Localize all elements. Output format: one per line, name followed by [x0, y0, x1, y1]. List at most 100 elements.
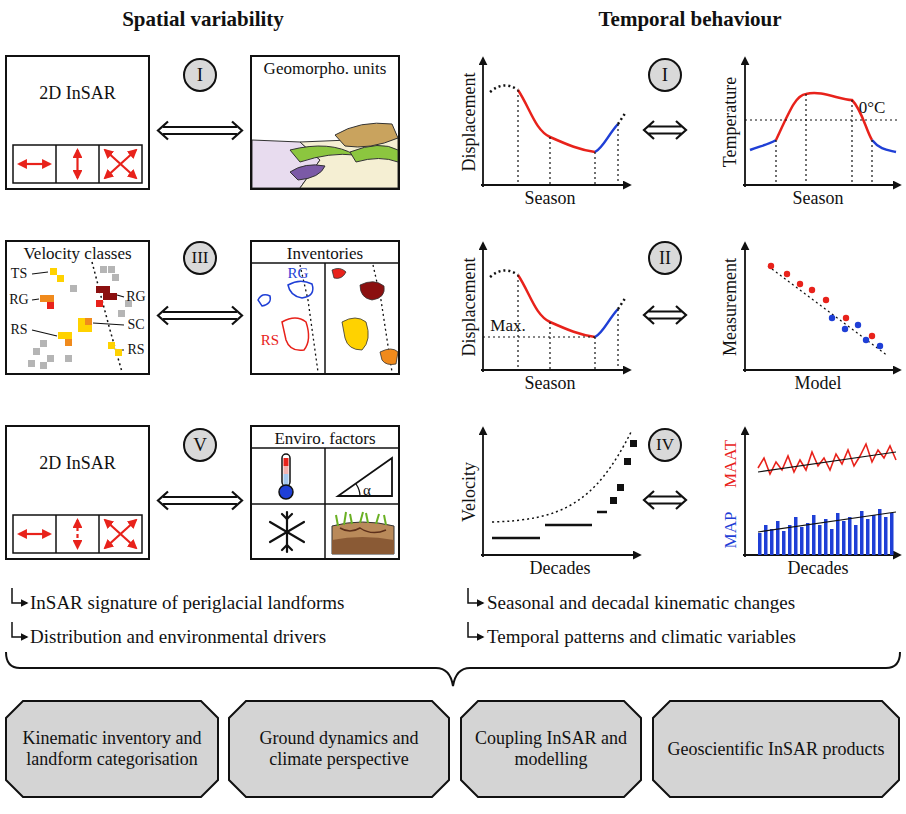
environmental-factor-icons [332, 537, 394, 554]
landform-tag: RG [288, 265, 309, 282]
precipitation-bar [848, 517, 852, 555]
bullet-arrow [468, 622, 483, 637]
velocity-class-map [50, 268, 122, 356]
chart-axis [481, 58, 900, 557]
velocity-class-map [28, 360, 35, 367]
climate-time-series [758, 512, 896, 532]
outcome-octagon: Coupling InSAR and modelling [460, 700, 642, 798]
geomorphology-map [252, 123, 398, 188]
velocity-class-map [78, 318, 85, 325]
decadal-velocity-plot [624, 458, 631, 465]
velocity-class-map [47, 302, 54, 309]
landform-inventory-map [250, 263, 400, 375]
model-scatter-point [768, 263, 875, 339]
landform-inventory-map [288, 281, 313, 298]
environmental-factor-icons [384, 515, 386, 525]
node-text: Ground dynamics and climate perspective [242, 728, 436, 769]
insar-direction-arrow [19, 163, 50, 165]
guide-line [805, 94, 806, 185]
velocity-class-map [40, 362, 47, 369]
model-scatter-point [784, 271, 790, 277]
axis-label: Displacement [460, 73, 480, 172]
seasonal-curve [518, 275, 595, 337]
precipitation-bar [788, 525, 792, 555]
octagon-shape [6, 701, 218, 797]
axis-label: 0°C [859, 99, 886, 118]
environmental-factor-icons [336, 515, 338, 526]
comparison-double-arrow [644, 121, 686, 509]
insar-box: 2D InSAR [5, 425, 150, 560]
axis-label: Decades [530, 559, 591, 579]
environmental-factor-icons [376, 514, 379, 524]
chart-axis [744, 243, 746, 372]
seasonal-curve [595, 309, 618, 337]
model-scatter-point [877, 343, 883, 349]
summary-brace [6, 652, 900, 686]
environmental-factor-icons [284, 458, 289, 466]
precipitation-bar [794, 517, 798, 555]
chart-axis [481, 554, 640, 556]
landform-tag: RS [261, 332, 279, 349]
insar-direction-strip [98, 515, 100, 553]
seasonal-curve [750, 140, 776, 150]
environmental-factor-icons [287, 545, 292, 550]
chart-axis [482, 58, 484, 187]
velocity-class-map [28, 266, 132, 369]
velocity-class-map [40, 295, 47, 302]
landform-inventory-map [360, 282, 384, 300]
landform-tag: SC [127, 317, 144, 332]
velocity-class-map [32, 330, 57, 336]
node-text: Kinematic inventory and landform categor… [19, 728, 205, 769]
insar-direction-arrow [19, 533, 50, 535]
guide-line [768, 266, 888, 356]
landform-inventory-map [380, 349, 398, 365]
column-heading: Spatial variability [122, 8, 284, 31]
precipitation-bar [866, 519, 870, 555]
guide-line [745, 119, 898, 120]
guide-line [617, 309, 618, 370]
velocity-class-map [112, 274, 119, 281]
environmental-factor-icons [336, 512, 386, 526]
insar-direction-arrow [76, 150, 78, 178]
precipitation-bar [830, 529, 834, 555]
velocity-class-map [65, 332, 72, 339]
bullet-arrow [12, 588, 27, 603]
guide-line [775, 140, 776, 185]
environmental-factor-icons [270, 522, 304, 542]
axis-label: Season [793, 189, 844, 209]
callout-number: III [192, 248, 209, 268]
environmental-factor-icons [332, 522, 394, 554]
chart-axis [482, 243, 484, 372]
precipitation-bar [800, 527, 804, 555]
seasonal-curve [618, 297, 626, 309]
chart-axis [743, 184, 900, 186]
velocity-class-map [103, 293, 110, 300]
velocity-class-map [58, 332, 65, 339]
decadal-velocity-plot [545, 524, 592, 527]
landform-tag: RG [126, 289, 145, 304]
precipitation-bar [890, 513, 894, 555]
callout-number: I [662, 64, 668, 86]
octagon-outline [652, 700, 900, 798]
seasonal-curve [490, 85, 896, 337]
precipitation-bar [836, 513, 840, 555]
axis-label: MAP [722, 512, 741, 549]
precipitation-bar [776, 521, 780, 555]
insar-direction-strip [13, 515, 142, 553]
seasonal-curve [618, 112, 626, 124]
chart-axis [744, 428, 746, 557]
callout-number: V [193, 434, 207, 456]
roman-numeral-circle: IV [648, 428, 682, 462]
velocity-class-map [47, 355, 54, 362]
roman-numeral-circle: II [648, 241, 682, 275]
environmental-factor-icons [282, 454, 290, 486]
geomorphology-map [335, 123, 398, 147]
axis-label: Velocity [460, 462, 480, 522]
node-text: 2D InSAR [39, 83, 116, 104]
environmental-factor-icons [287, 514, 292, 519]
velocity-class-map [78, 325, 85, 332]
velocity-class-map [32, 272, 124, 350]
outcome-octagon: Kinematic inventory and landform categor… [5, 700, 219, 798]
insar-direction-arrow [19, 150, 136, 548]
